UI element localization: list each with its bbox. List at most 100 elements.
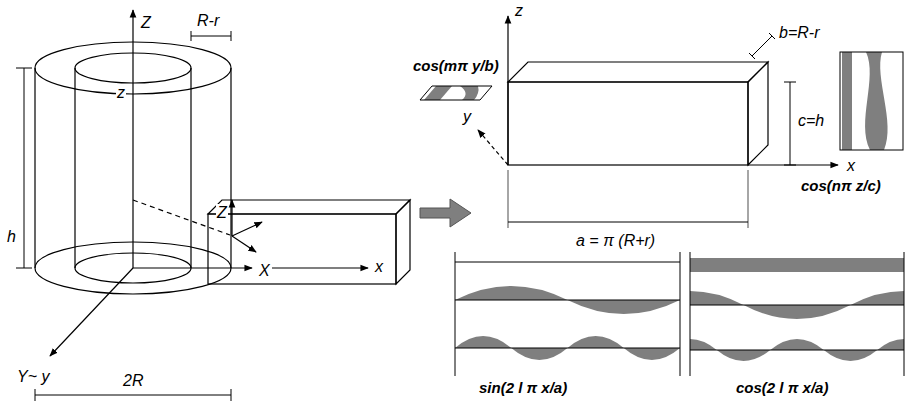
dimension-tick bbox=[769, 33, 775, 39]
axes bbox=[50, 10, 368, 356]
y-mode-strip bbox=[420, 86, 492, 100]
mode-lobe bbox=[851, 291, 905, 305]
dimension-label: h bbox=[6, 228, 17, 246]
mode-lobe bbox=[877, 339, 904, 350]
dimension-tick bbox=[784, 82, 796, 83]
panel-border bbox=[455, 262, 680, 263]
mode-lobe bbox=[624, 348, 680, 360]
box-top bbox=[508, 62, 768, 82]
z-axis bbox=[132, 10, 133, 268]
mode-shading bbox=[865, 52, 888, 150]
dimension-tick bbox=[35, 389, 36, 401]
x-axis bbox=[272, 267, 368, 268]
mode-band bbox=[690, 258, 904, 272]
dimension-tick bbox=[231, 389, 232, 401]
dimension-line bbox=[35, 395, 231, 396]
mode-lobe bbox=[744, 305, 851, 319]
extension-line bbox=[748, 170, 749, 228]
panel-border bbox=[904, 252, 905, 376]
panel-outline bbox=[840, 52, 903, 150]
dimension-lines bbox=[16, 31, 231, 401]
dimension-tick bbox=[16, 268, 32, 269]
axis-label: Z bbox=[216, 204, 228, 222]
strip-outline bbox=[420, 86, 492, 100]
mode-lobe bbox=[824, 350, 878, 361]
dimension-line bbox=[790, 82, 791, 165]
extension-line bbox=[508, 170, 509, 228]
mode-lobe bbox=[568, 336, 624, 348]
mode-lobe bbox=[717, 350, 771, 361]
axis-label: Y~ y bbox=[16, 368, 50, 386]
mode-shading bbox=[842, 52, 852, 150]
dimension-tick bbox=[16, 68, 32, 69]
outer-wall bbox=[230, 68, 231, 268]
transform-arrow bbox=[420, 199, 471, 227]
x-axis bbox=[748, 164, 838, 165]
inner-wall bbox=[190, 68, 191, 268]
dimension-label: R-r bbox=[196, 12, 220, 30]
mode-axis bbox=[455, 348, 680, 349]
sine-mode-panel bbox=[455, 252, 680, 376]
mode-lobe bbox=[568, 300, 681, 314]
box-front bbox=[508, 82, 748, 165]
mode-axis bbox=[690, 350, 904, 351]
dimension-label: 2R bbox=[122, 372, 144, 390]
dimension-tick bbox=[784, 165, 796, 166]
mode-lobe bbox=[690, 339, 717, 350]
panel-border bbox=[690, 252, 691, 376]
dimension-label: a = π (R+r) bbox=[575, 232, 656, 250]
mode-lobe bbox=[690, 291, 744, 305]
axis-label: x bbox=[846, 157, 856, 175]
rectangular-box bbox=[478, 16, 838, 165]
inner-wall bbox=[74, 68, 75, 268]
axis-label: x bbox=[374, 258, 384, 276]
unrolled-slab bbox=[208, 200, 410, 284]
dimension-line bbox=[508, 222, 748, 223]
axis-label: y bbox=[462, 108, 472, 126]
dimension-tick bbox=[191, 31, 192, 41]
axis-label: X bbox=[258, 262, 271, 280]
panel-border bbox=[680, 252, 681, 376]
dimension-line bbox=[191, 36, 231, 37]
mode-formula: sin(2 l π x/a) bbox=[478, 380, 568, 397]
mode-formula: cos(2 l π x/a) bbox=[735, 380, 829, 397]
box-side bbox=[748, 62, 768, 165]
panel-border bbox=[455, 252, 456, 376]
mode-formula: cos(mπ y/b) bbox=[412, 58, 500, 75]
axis-label: Z bbox=[140, 14, 152, 32]
mode-lobe bbox=[455, 286, 568, 300]
z-mode-panel bbox=[840, 52, 903, 150]
cosine-mode-panel bbox=[690, 252, 904, 376]
dimension-line bbox=[24, 68, 25, 268]
dimension-line bbox=[752, 36, 772, 56]
slab-top bbox=[208, 200, 410, 214]
mode-lobe bbox=[511, 348, 567, 360]
dimension-label: b=R-r bbox=[778, 24, 820, 42]
mode-axis bbox=[690, 305, 904, 306]
dashed-line bbox=[133, 200, 230, 235]
axis-label: z bbox=[116, 84, 126, 102]
mode-lobe bbox=[770, 339, 824, 350]
y-axis bbox=[50, 268, 133, 356]
z-axis bbox=[507, 16, 508, 165]
x-axis bbox=[133, 267, 252, 268]
dimension-tick bbox=[749, 53, 755, 59]
slab-front bbox=[208, 214, 396, 284]
slab-side bbox=[396, 200, 410, 284]
frame-axis bbox=[231, 200, 232, 236]
outer-wall bbox=[34, 68, 35, 268]
mode-axis bbox=[455, 300, 680, 301]
dimension-tick bbox=[231, 31, 232, 41]
mode-shading bbox=[424, 86, 452, 100]
frame-axis bbox=[232, 236, 256, 252]
mode-lobe bbox=[455, 336, 511, 348]
y-axis bbox=[478, 130, 508, 165]
frame-axis bbox=[232, 222, 262, 236]
box-dimensions bbox=[508, 33, 796, 228]
dimension-label: c=h bbox=[797, 112, 825, 130]
mode-formula: cos(nπ z/c) bbox=[800, 178, 882, 195]
axis-label: z bbox=[514, 2, 524, 20]
mode-shading bbox=[460, 86, 479, 100]
